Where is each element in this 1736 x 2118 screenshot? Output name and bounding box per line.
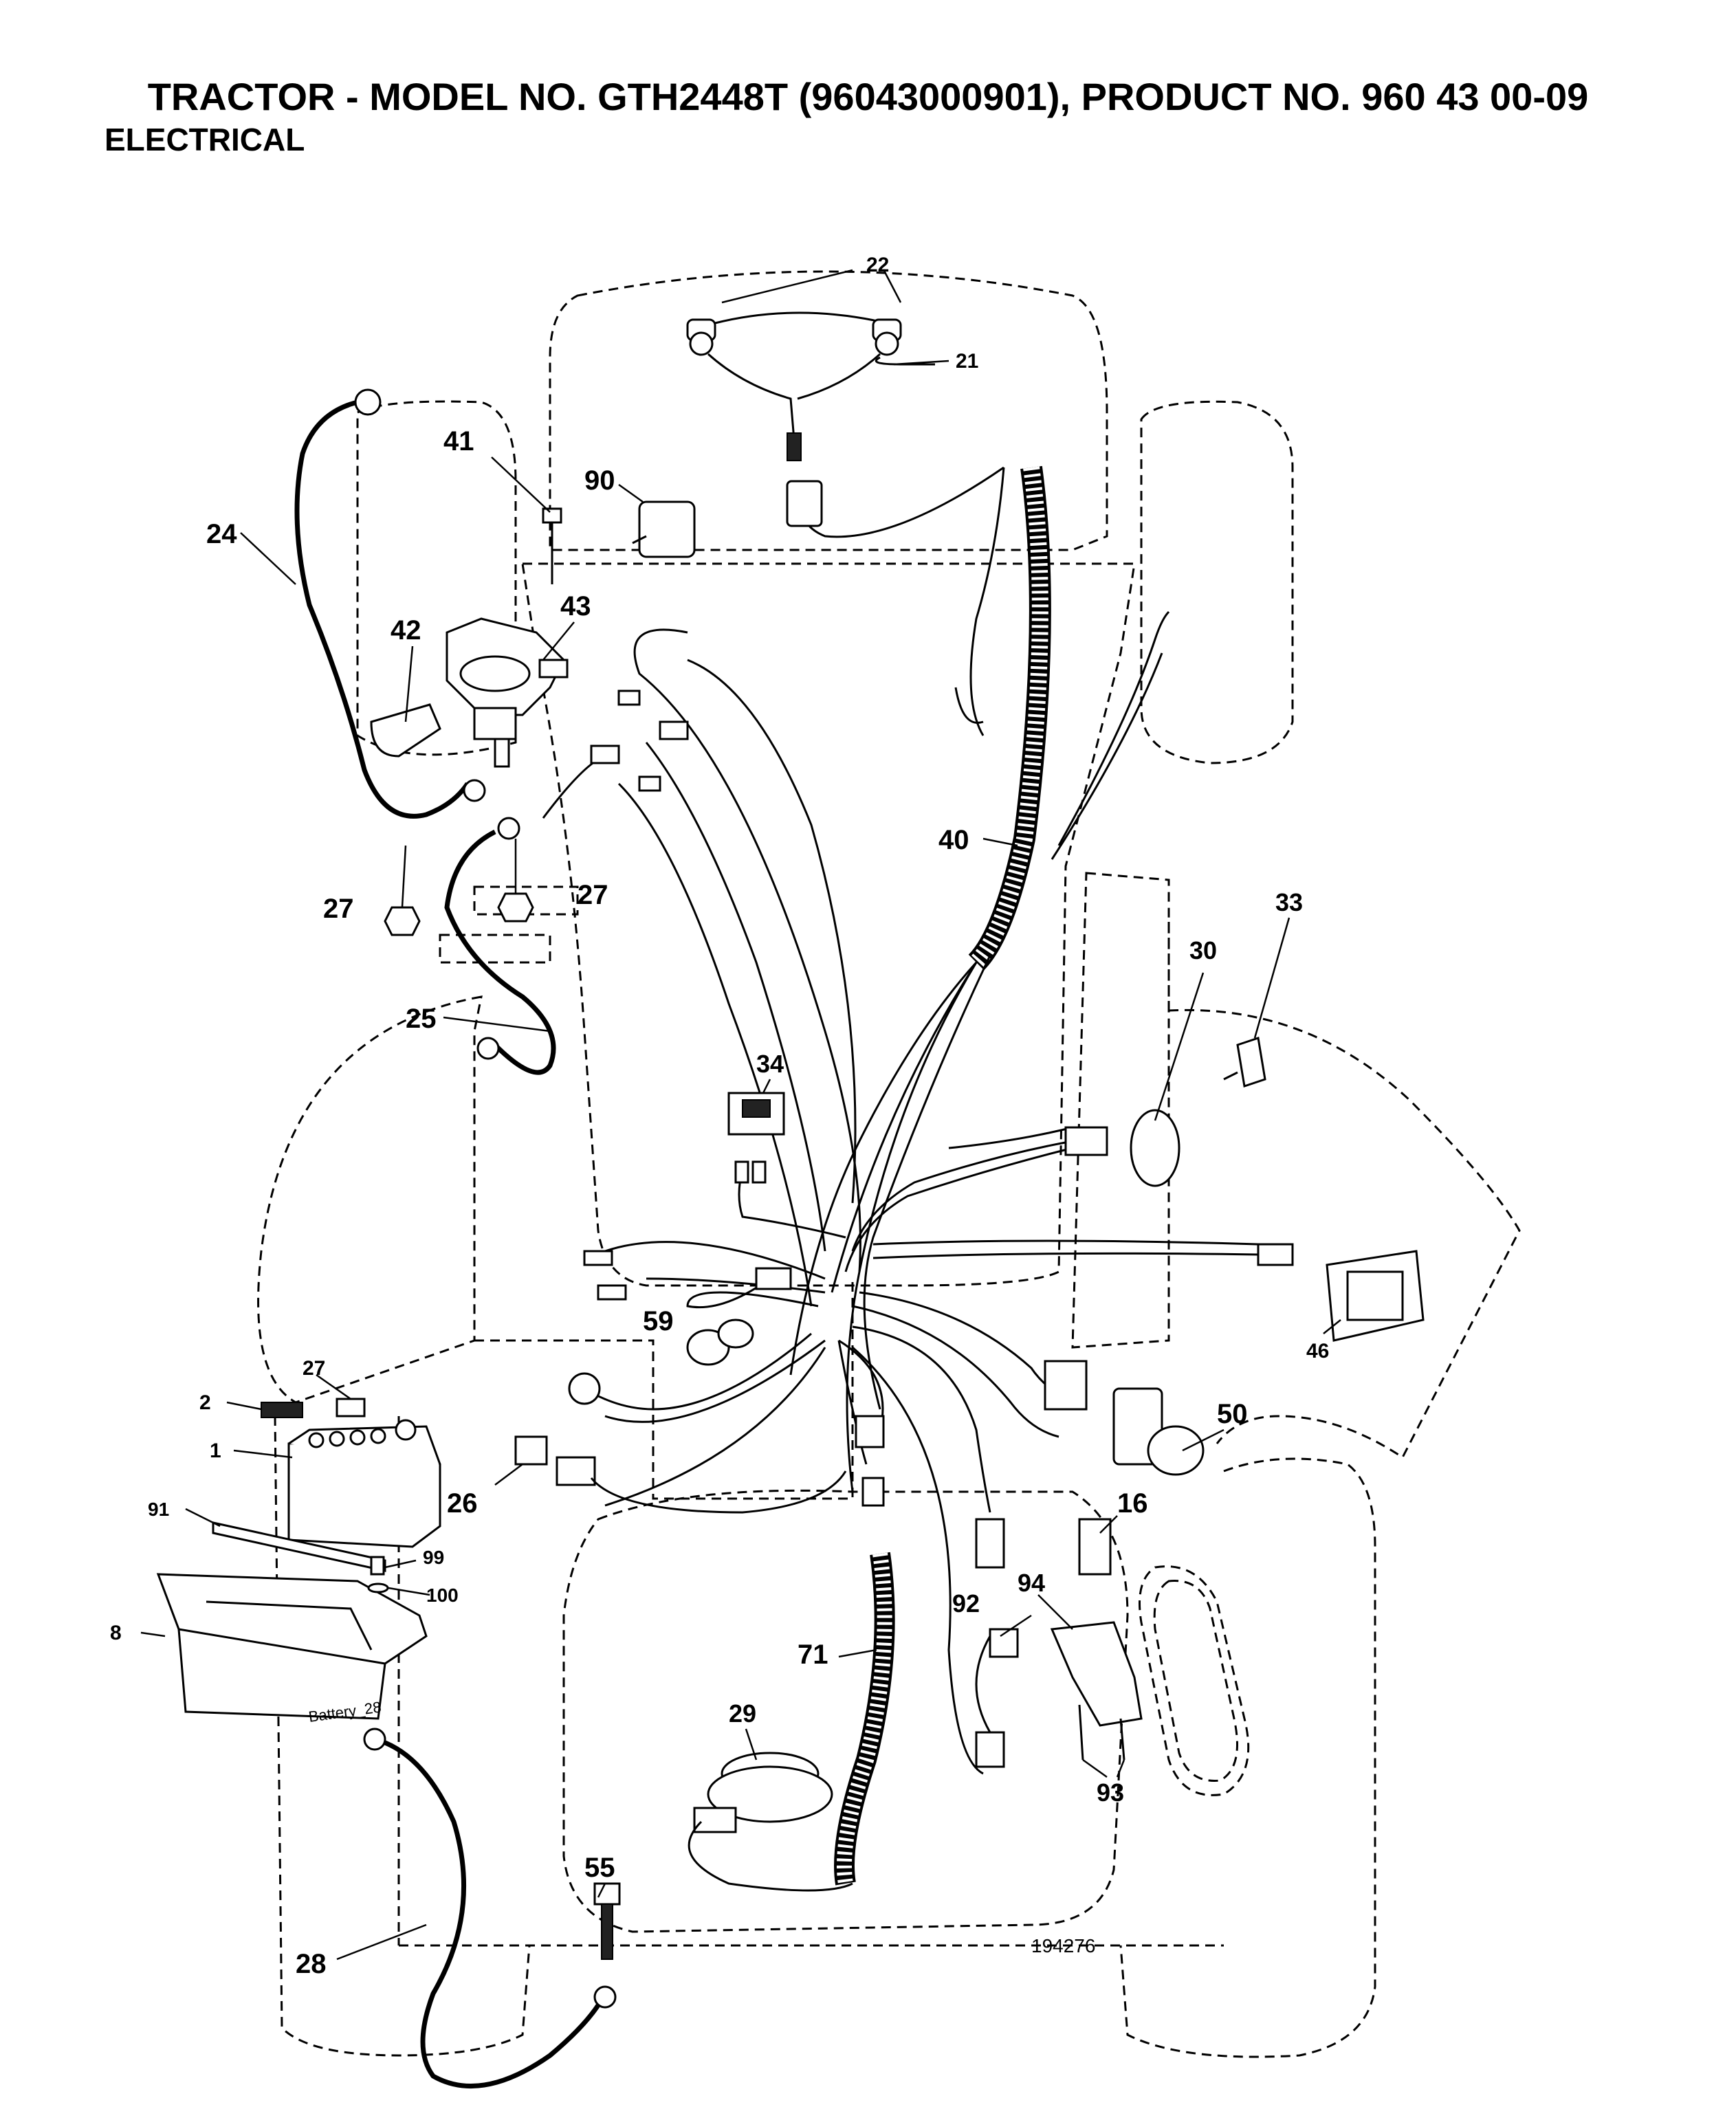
battery-assembly <box>156 1398 621 2089</box>
callout-27-left: 27 <box>323 894 354 924</box>
callout-59: 59 <box>643 1306 674 1336</box>
callout-27-battery: 27 <box>303 1357 325 1380</box>
callout-99: 99 <box>423 1547 444 1568</box>
callout-50: 50 <box>1217 1399 1248 1429</box>
callout-46: 46 <box>1306 1340 1329 1363</box>
callout-8: 8 <box>110 1622 122 1644</box>
callout-26: 26 <box>447 1488 478 1519</box>
page-title: TRACTOR - MODEL NO. GTH2448T (9604300090… <box>147 75 1589 118</box>
callout-2: 2 <box>199 1391 211 1414</box>
callout-28: 28 <box>296 1949 327 1979</box>
callout-43: 43 <box>560 591 591 621</box>
callout-1: 1 <box>210 1439 221 1462</box>
callout-25: 25 <box>406 1004 437 1034</box>
callout-91: 91 <box>148 1499 169 1520</box>
callout-55: 55 <box>584 1853 615 1883</box>
headlight-harness <box>686 311 1004 538</box>
main-harness-loom <box>584 465 1259 1775</box>
callout-41: 41 <box>443 426 474 456</box>
callout-33: 33 <box>1275 888 1303 916</box>
section-title: ELECTRICAL <box>105 122 305 157</box>
callout-30: 30 <box>1189 936 1217 964</box>
callout-16: 16 <box>1117 1488 1148 1519</box>
drawing-number: 194276 <box>1031 1935 1095 1956</box>
callout-90: 90 <box>584 465 615 496</box>
callout-21: 21 <box>956 350 978 373</box>
callout-94: 94 <box>1018 1569 1045 1597</box>
callout-93: 93 <box>1097 1778 1124 1807</box>
callout-100: 100 <box>426 1585 459 1606</box>
callout-22: 22 <box>866 254 889 276</box>
callout-27-right: 27 <box>578 880 608 910</box>
callouts: 22 21 41 90 24 42 43 40 27 27 33 30 25 3… <box>110 254 1329 1979</box>
callout-42: 42 <box>391 615 421 646</box>
callout-24: 24 <box>206 519 237 549</box>
callout-29: 29 <box>729 1699 756 1728</box>
callout-92: 92 <box>952 1589 980 1618</box>
ignition-solenoid <box>294 388 1425 1892</box>
tractor-outline <box>257 270 1521 2058</box>
callout-71: 71 <box>798 1640 828 1670</box>
leader-lines <box>140 269 1341 1961</box>
callout-34: 34 <box>756 1050 784 1078</box>
callout-40: 40 <box>938 825 969 855</box>
